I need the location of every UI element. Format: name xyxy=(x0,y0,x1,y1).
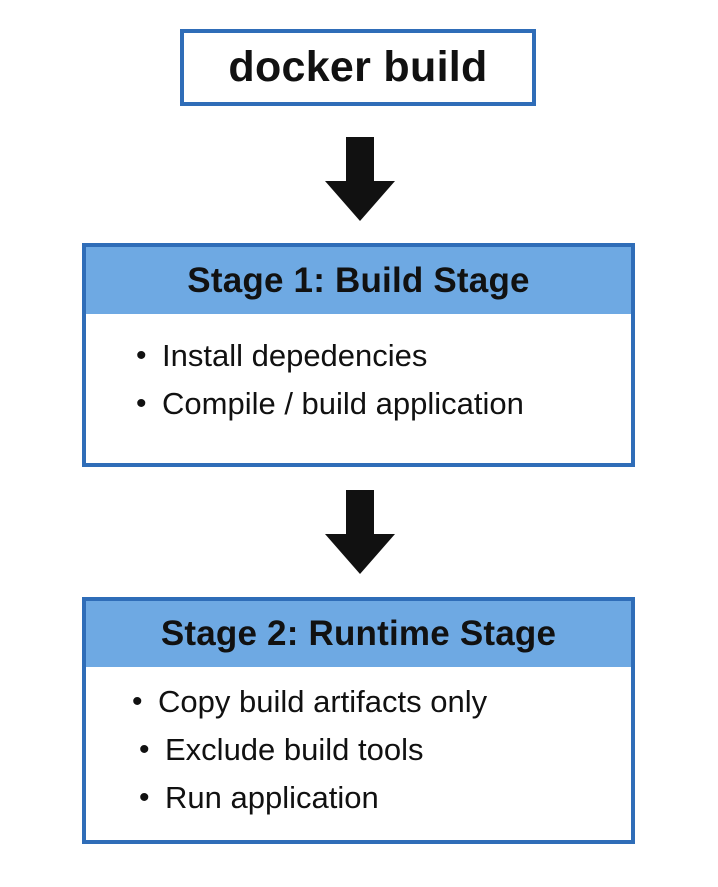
bullet-icon: • xyxy=(139,733,150,766)
list-item: • Copy build artifacts only xyxy=(132,678,631,726)
list-item-text: Install depedencies xyxy=(162,338,428,373)
list-item-text: Compile / build application xyxy=(162,386,524,421)
bullet-icon: • xyxy=(132,685,143,718)
stage-2-list: • Copy build artifacts only • Exclude bu… xyxy=(86,667,631,822)
down-arrow-icon xyxy=(325,137,395,221)
list-item: • Exclude build tools xyxy=(132,726,631,774)
stage-1-list: • Install depedencies • Compile / build … xyxy=(86,314,631,428)
bullet-icon: • xyxy=(136,339,147,372)
list-item: • Run application xyxy=(132,774,631,822)
list-item-text: Run application xyxy=(165,780,379,815)
docker-build-box: docker build xyxy=(180,29,536,106)
bullet-icon: • xyxy=(139,781,150,814)
list-item-text: Exclude build tools xyxy=(165,732,424,767)
stage-2-title: Stage 2: Runtime Stage xyxy=(160,614,557,653)
stage-1-header: Stage 1: Build Stage xyxy=(86,247,631,314)
list-item: • Install depedencies xyxy=(136,332,631,380)
docker-build-title: docker build xyxy=(228,43,488,91)
stage-2-box: Stage 2: Runtime Stage • Copy build arti… xyxy=(82,597,635,844)
list-item: • Compile / build application xyxy=(136,380,631,428)
down-arrow-icon xyxy=(325,490,395,574)
stage-1-title: Stage 1: Build Stage xyxy=(187,260,530,300)
stage-2-header: Stage 2: Runtime Stage xyxy=(86,601,631,667)
stage-1-box: Stage 1: Build Stage • Install depedenci… xyxy=(82,243,635,467)
list-item-text: Copy build artifacts only xyxy=(158,684,488,719)
bullet-icon: • xyxy=(136,387,147,420)
